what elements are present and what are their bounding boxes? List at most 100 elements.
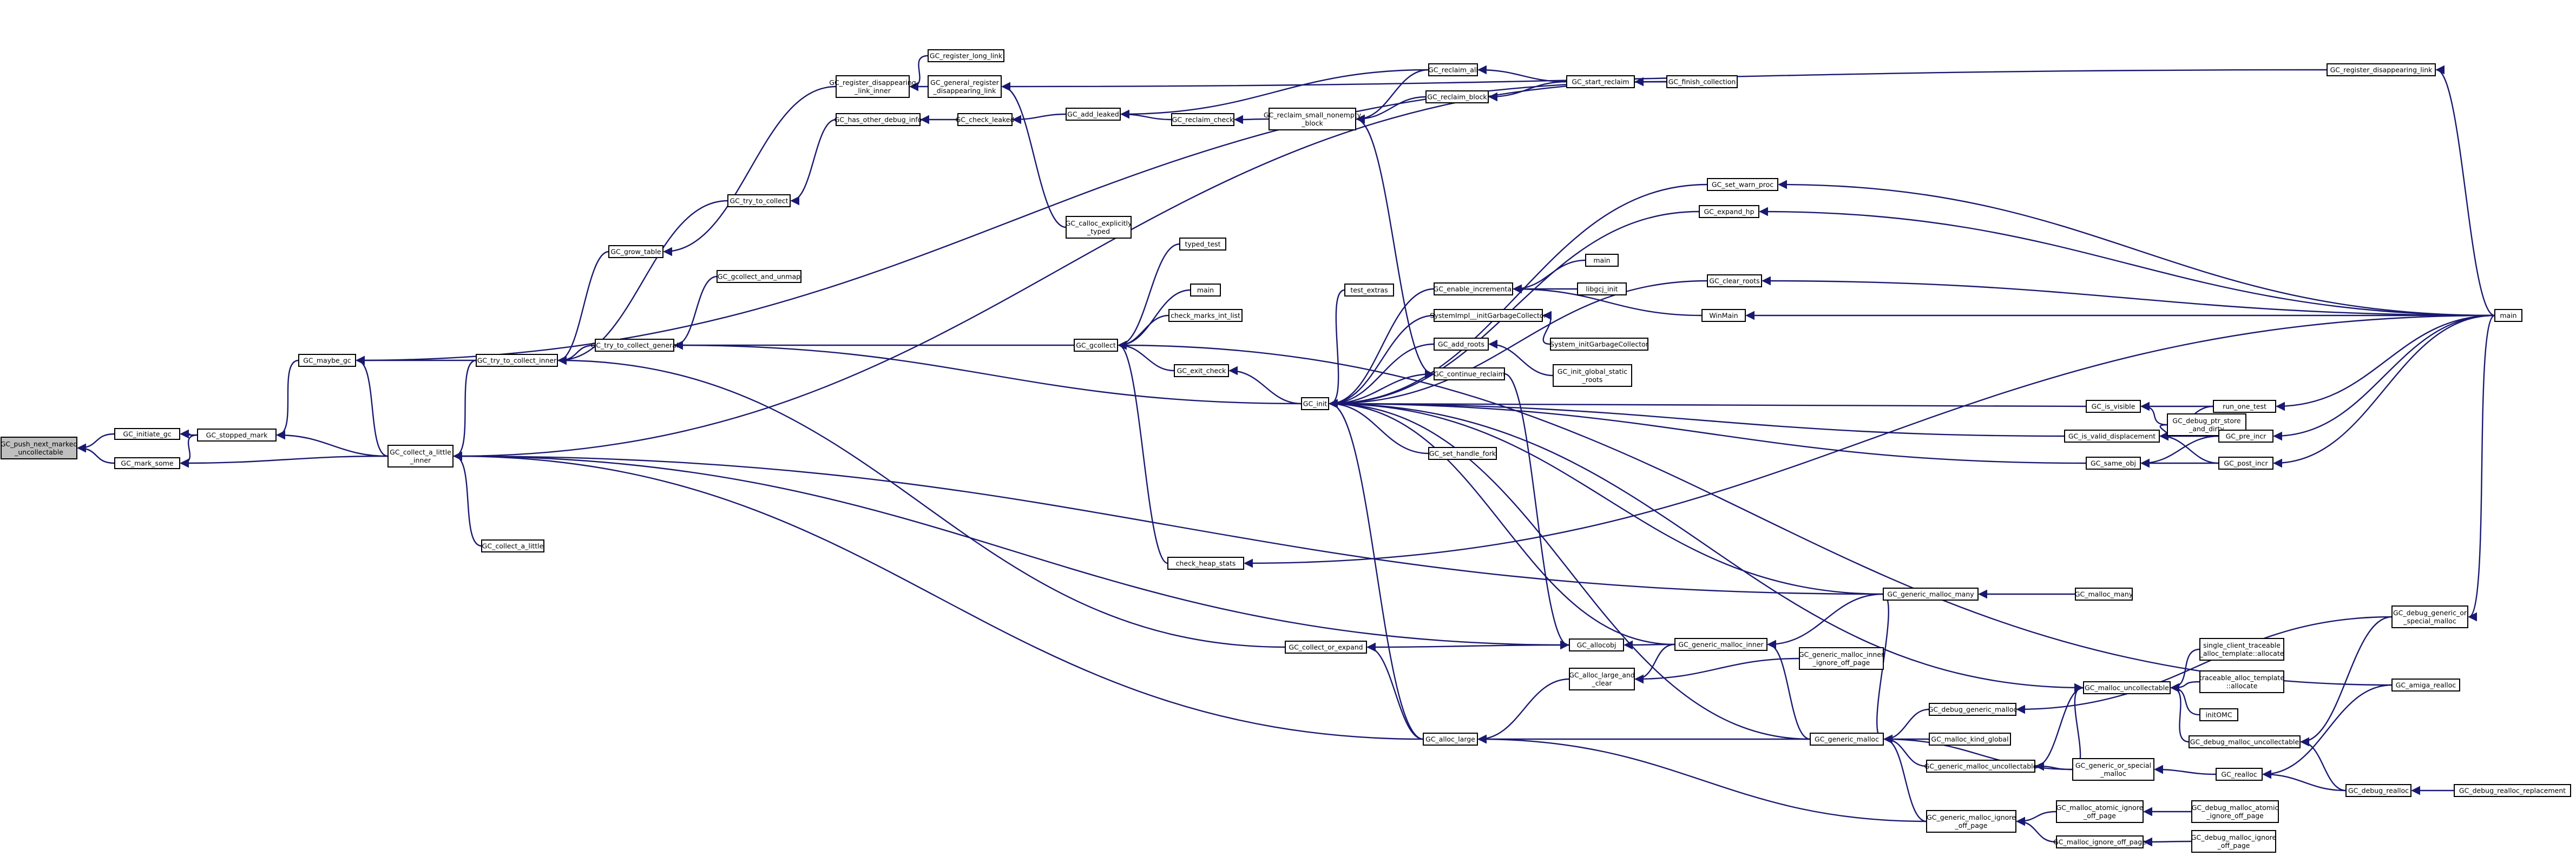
node-libgcj-init[interactable]: libgcj_init (1577, 282, 1627, 295)
node-try-to-collect-general[interactable]: GC_try_to_collect_general (591, 339, 679, 352)
node-malloc-many[interactable]: GC_malloc_many (2075, 588, 2133, 601)
node-calloc-explicitly-typed[interactable]: GC_calloc_explicitly_typed (1066, 216, 1132, 239)
node-reclaim-check[interactable]: GC_reclaim_check (1171, 113, 1234, 126)
node-run-one-test[interactable]: run_one_test (2213, 400, 2276, 413)
node-post-incr[interactable]: GC_post_incr (2218, 457, 2273, 470)
node-label: check_heap_stats (1176, 559, 1236, 568)
node-main-c[interactable]: main (2494, 309, 2522, 322)
node-generic-malloc-ignore-off-page[interactable]: GC_generic_malloc_ignore_off_page (1926, 810, 2016, 833)
node-try-to-collect-inner[interactable]: GC_try_to_collect_inner (476, 354, 558, 367)
node-debug-malloc-ignore-off-page[interactable]: GC_debug_malloc_ignore_off_page (2191, 830, 2277, 853)
node-box (1707, 274, 1762, 287)
node-generic-or-special-malloc[interactable]: GC_generic_or_special_malloc (2072, 758, 2154, 781)
node-allocobj[interactable]: GC_allocobj (1569, 638, 1624, 651)
node-init[interactable]: GC_init (1301, 397, 1329, 410)
node-label: GC_register_disappearing (829, 78, 916, 87)
node-clear-roots[interactable]: GC_clear_roots (1707, 274, 1762, 287)
node-label: GC_set_warn_proc (1712, 181, 1773, 189)
node-is-visible[interactable]: GC_is_visible (2086, 400, 2141, 413)
node-check-heap-stats[interactable]: check_heap_stats (1167, 557, 1244, 570)
node-pre-incr[interactable]: GC_pre_incr (2218, 430, 2273, 443)
node-box (1428, 63, 1478, 76)
node-box (2213, 400, 2276, 413)
node-debug-generic-or-special-malloc[interactable]: GC_debug_generic_or_special_malloc (2391, 605, 2468, 628)
node-finish-collection[interactable]: GC_finish_collection (1666, 75, 1738, 88)
edge-typed-test-to-gcollect (1118, 243, 1180, 350)
node-init-global-static-roots[interactable]: GC_init_global_static_roots (1553, 364, 1632, 387)
node-check-marks-int-list[interactable]: check_marks_int_list (1168, 309, 1243, 322)
node-add-leaked[interactable]: GC_add_leaked (1066, 108, 1121, 121)
node-debug-realloc-replacement[interactable]: GC_debug_realloc_replacement (2454, 784, 2571, 797)
node-same-obj[interactable]: GC_same_obj (2086, 457, 2141, 470)
node-reclaim-block[interactable]: GC_reclaim_block (1425, 90, 1489, 103)
node-alloc-large[interactable]: GC_alloc_large (1423, 733, 1478, 746)
node-collect-a-little[interactable]: GC_collect_a_little (481, 539, 544, 552)
node-generic-malloc-uncollectable[interactable]: GC_generic_malloc_uncollectable (1924, 760, 2038, 773)
node-generic-malloc-many[interactable]: GC_generic_malloc_many (1883, 588, 1979, 601)
edge-sysimpl-init-to-init (1329, 314, 1435, 409)
node-register-disappearing-link[interactable]: GC_register_disappearing_link (2327, 63, 2436, 76)
node-label: GC_enable_incremental (1434, 285, 1514, 293)
node-alloc-large-and-clear[interactable]: GC_alloc_large_and_clear (1569, 668, 1635, 690)
node-reclaim-small-nonempty-block[interactable]: GC_reclaim_small_nonempty_block (1264, 108, 1362, 130)
node-enable-incremental[interactable]: GC_enable_incremental (1434, 282, 1514, 295)
node-exit-check[interactable]: GC_exit_check (1174, 364, 1229, 377)
node-debug-malloc-uncollectable[interactable]: GC_debug_malloc_uncollectable (2189, 735, 2301, 748)
node-generic-malloc-inner-ignore-off-page[interactable]: GC_generic_malloc_inner_ignore_off_page (1799, 647, 1884, 670)
node-initiate-gc[interactable]: GC_initiate_gc (114, 428, 180, 440)
node-label: SystemImpl__initGarbageCollector (1430, 312, 1547, 320)
node-label: GC_collect_a_little (482, 542, 544, 550)
node-expand-hp[interactable]: GC_expand_hp (1699, 205, 1759, 218)
node-debug-generic-malloc[interactable]: GC_debug_generic_malloc (1928, 703, 2018, 716)
node-grow-table[interactable]: GC_grow_table (608, 245, 663, 258)
node-has-other-debug-info[interactable]: GC_has_other_debug_info (834, 113, 922, 126)
node-set-warn-proc[interactable]: GC_set_warn_proc (1707, 178, 1778, 191)
node-label: GC_stopped_mark (206, 431, 268, 439)
node-malloc-kind-global[interactable]: GC_malloc_kind_global (1929, 733, 2011, 746)
node-register-long-link[interactable]: GC_register_long_link (928, 49, 1004, 62)
node-malloc-atomic-ignore-off-page[interactable]: GC_malloc_atomic_ignore_off_page (2056, 800, 2144, 823)
node-general-register-disappearing-link[interactable]: GC_general_register_disappearing_link (928, 75, 1002, 98)
node-malloc-uncollectable[interactable]: GC_malloc_uncollectable (2083, 681, 2171, 694)
node-push-next[interactable]: GC_push_next_marked_uncollectable (1, 437, 78, 459)
node-box (1171, 113, 1234, 126)
node-stopped-mark[interactable]: GC_stopped_mark (197, 429, 277, 442)
edge-start-reclaim-to-reclaim-all (1477, 65, 1567, 83)
node-initomc[interactable]: initOMC (2199, 708, 2238, 721)
node-realloc[interactable]: GC_realloc (2216, 768, 2263, 781)
node-gcollect-and-unmap[interactable]: GC_gcollect_and_unmap (717, 270, 801, 283)
node-system-init[interactable]: System_initGarbageCollector (1550, 338, 1649, 351)
node-label: single_client_traceable (2203, 641, 2281, 649)
node-generic-malloc-inner[interactable]: GC_generic_malloc_inner (1674, 638, 1767, 651)
node-check-leaked[interactable]: GC_check_leaked (956, 113, 1015, 126)
node-add-roots[interactable]: GC_add_roots (1434, 338, 1489, 351)
node-malloc-ignore-off-page[interactable]: GC_malloc_ignore_off_page (2053, 835, 2146, 848)
node-mark-some[interactable]: GC_mark_some (114, 457, 180, 469)
node-box (2454, 784, 2571, 797)
node-start-reclaim[interactable]: GC_start_reclaim (1566, 75, 1635, 88)
node-sysimpl-init[interactable]: SystemImpl__initGarbageCollector (1430, 309, 1547, 322)
node-collect-a-little-inner[interactable]: GC_collect_a_little_inner (387, 445, 454, 467)
node-traceable-alloc[interactable]: traceable_alloc_template::allocate (2199, 670, 2284, 693)
node-typed-test[interactable]: typed_test (1179, 238, 1226, 251)
node-test-extras[interactable]: test_extras (1344, 284, 1394, 297)
node-debug-malloc-atomic-ignore-off-page[interactable]: GC_debug_malloc_atomic_ignore_off_page (2191, 800, 2279, 823)
node-is-valid-displacement[interactable]: GC_is_valid_displacement (2064, 430, 2160, 443)
node-single-client-alloc[interactable]: single_client_traceable_alloc_template::… (2199, 638, 2284, 661)
node-gcollect[interactable]: GC_gcollect (1074, 339, 1118, 352)
edge-register-disappearing-link-inner-to-grow-table (663, 85, 837, 256)
node-try-to-collect[interactable]: GC_try_to_collect (727, 194, 791, 207)
node-reclaim-all[interactable]: GC_reclaim_all (1428, 63, 1478, 76)
node-main-a[interactable]: main (1190, 284, 1221, 297)
node-maybe-gc[interactable]: GC_maybe_gc (298, 354, 356, 367)
node-collect-or-expand[interactable]: GC_collect_or_expand (1285, 641, 1367, 654)
node-main-b[interactable]: main (1585, 254, 1619, 267)
node-set-handle-fork[interactable]: GC_set_handle_fork (1428, 447, 1497, 460)
node-debug-realloc[interactable]: GC_debug_realloc (2345, 784, 2411, 797)
node-continue-reclaim[interactable]: GC_continue_reclaim (1434, 367, 1505, 380)
node-generic-malloc[interactable]: GC_generic_malloc (1810, 733, 1884, 746)
node-winmain[interactable]: WinMain (1701, 309, 1746, 322)
node-box (2189, 735, 2301, 748)
node-register-disappearing-link-inner[interactable]: GC_register_disappearing_link_inner (829, 75, 916, 98)
node-amiga-realloc[interactable]: GC_amiga_realloc (2391, 679, 2460, 692)
